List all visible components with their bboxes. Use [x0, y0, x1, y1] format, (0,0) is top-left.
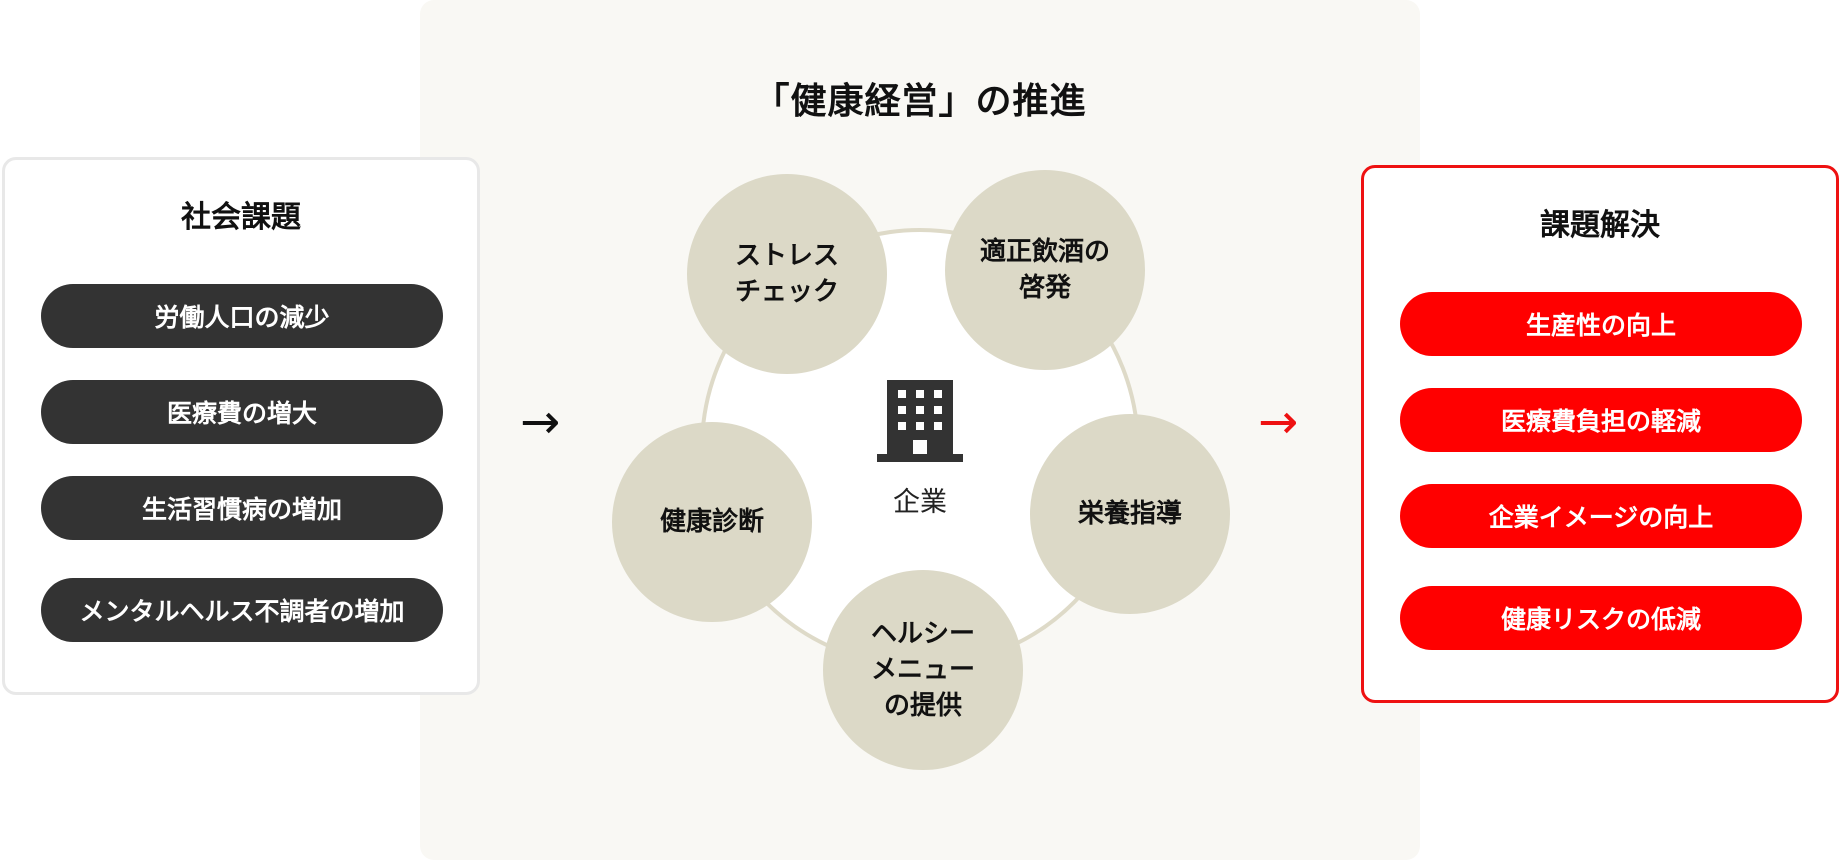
- social-issues-title: 社会課題: [181, 200, 301, 235]
- solutions-box: 課題解決 生産性の向上 医療費負担の軽減 企業イメージの向上 健康リスクの低減: [1361, 165, 1839, 703]
- solution-item: 医療費負担の軽減: [1400, 388, 1802, 452]
- node-nutrition-guidance: 栄養指導: [1030, 414, 1230, 614]
- arrow-right-icon: →: [520, 394, 561, 450]
- node-stress-check: ストレス チェック: [687, 174, 887, 374]
- node-healthy-menu: ヘルシー メニュー の提供: [823, 570, 1023, 770]
- building-icon: [877, 380, 963, 462]
- social-issue-item: 労働人口の減少: [41, 284, 443, 348]
- center-title: 「健康経営」の推進: [753, 81, 1087, 122]
- social-issue-item: 生活習慣病の増加: [41, 476, 443, 540]
- node-health-checkup: 健康診断: [612, 422, 812, 622]
- solution-item: 生産性の向上: [1400, 292, 1802, 356]
- solution-item: 企業イメージの向上: [1400, 484, 1802, 548]
- company-label: 企業: [893, 487, 947, 518]
- solution-item: 健康リスクの低減: [1400, 586, 1802, 650]
- social-issue-item: 医療費の増大: [41, 380, 443, 444]
- social-issues-box: 社会課題 労働人口の減少 医療費の増大 生活習慣病の増加 メンタルヘルス不調者の…: [2, 157, 480, 695]
- social-issue-item: メンタルヘルス不調者の増加: [41, 578, 443, 642]
- solutions-title: 課題解決: [1540, 208, 1660, 243]
- node-moderate-drinking: 適正飲酒の 啓発: [945, 170, 1145, 370]
- arrow-right-icon: →: [1258, 394, 1299, 450]
